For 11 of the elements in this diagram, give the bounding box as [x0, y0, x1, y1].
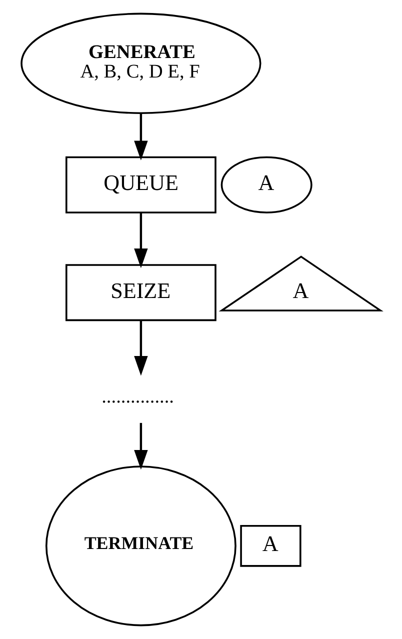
- arrow: [134, 320, 148, 376]
- node-box: QUEUE: [66, 156, 216, 214]
- arrow: [134, 114, 148, 160]
- arrow: [134, 422, 148, 470]
- node-box: A: [240, 525, 302, 567]
- node-ellipse: TERMINATE: [45, 466, 236, 626]
- arrow: [134, 212, 148, 268]
- node-text: ...............: [102, 386, 174, 408]
- node-ellipse: GENERATE A, B, C, D E, F: [20, 12, 262, 114]
- node-box: SEIZE: [66, 264, 216, 322]
- node-ellipse: A: [220, 156, 312, 214]
